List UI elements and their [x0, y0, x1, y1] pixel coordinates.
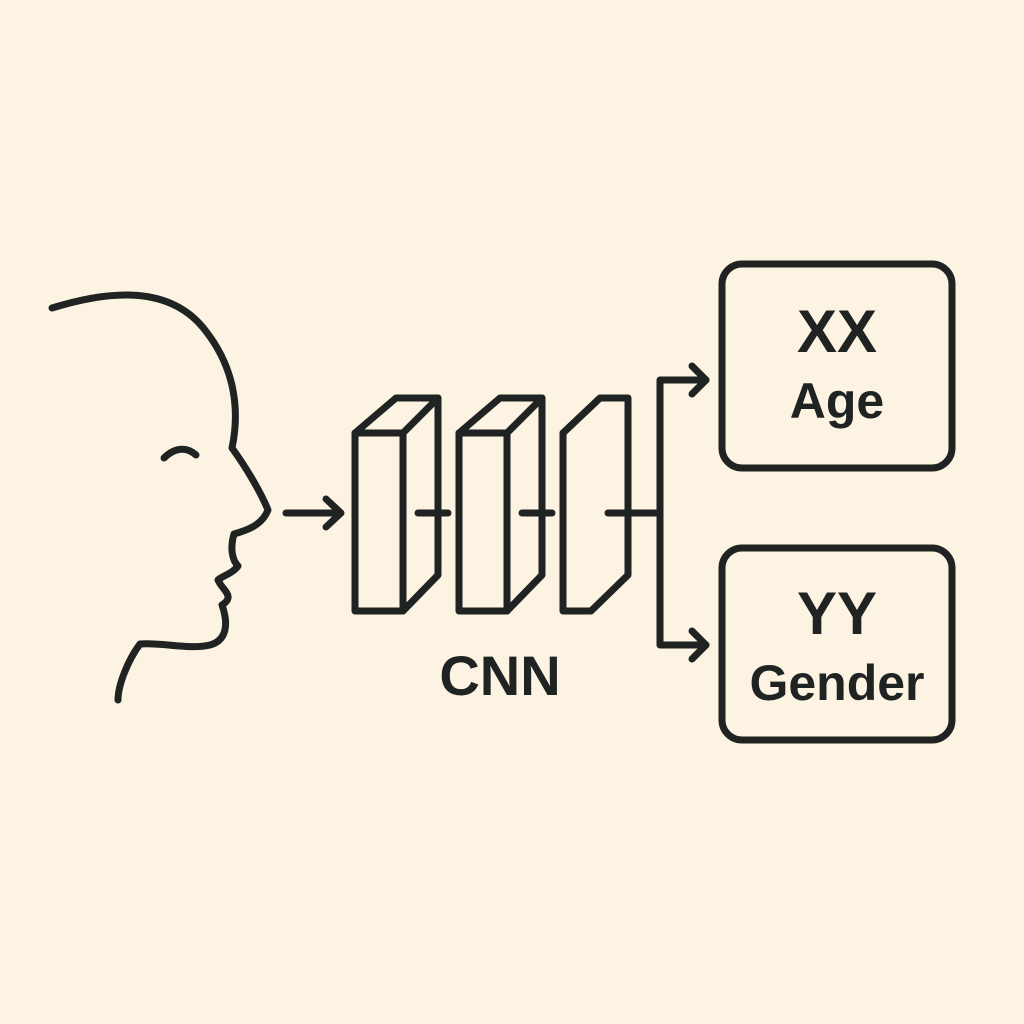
cnn-layer-3 [559, 394, 632, 615]
gender-label: Gender [749, 655, 925, 711]
gender-value: YY [796, 580, 878, 647]
cnn-layer-2 [455, 394, 546, 615]
face-profile-icon [48, 291, 272, 704]
age-label: Age [789, 373, 885, 429]
age-value: XX [796, 298, 878, 365]
cnn-label: CNN [439, 644, 561, 707]
output-box-gender [718, 544, 956, 744]
cnn-layer-1 [351, 394, 442, 615]
input-arrow [282, 495, 345, 531]
output-box-age [718, 260, 956, 472]
branch-arrows [656, 362, 710, 663]
